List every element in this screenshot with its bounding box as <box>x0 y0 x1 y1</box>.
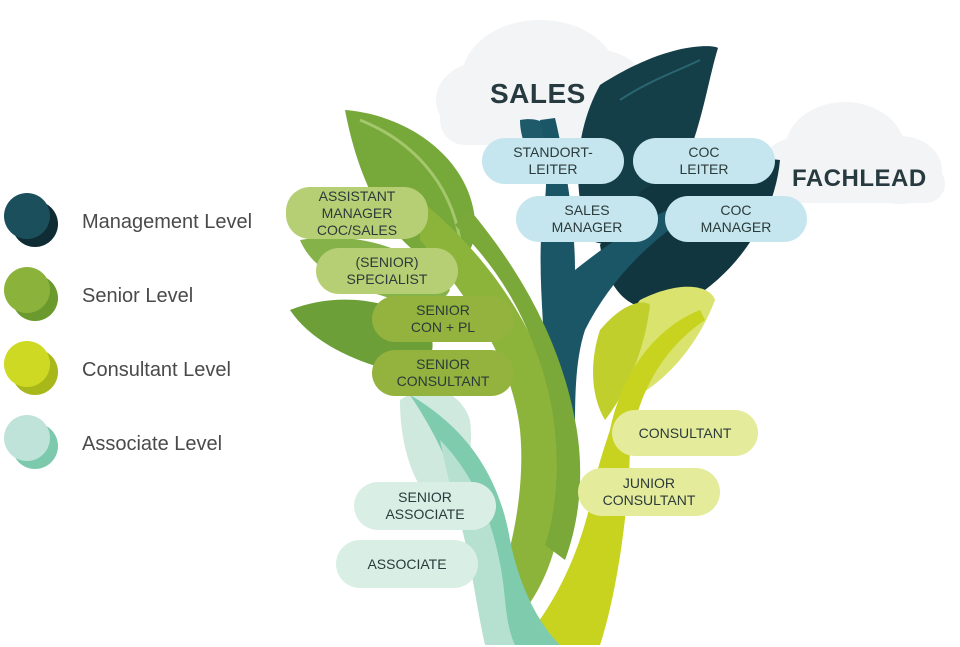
role-sales-manager: SALES MANAGER <box>516 196 658 242</box>
legend-associate: Associate Level <box>0 415 280 475</box>
legend-label-senior: Senior Level <box>82 285 194 307</box>
associate-level-swatch <box>4 415 58 469</box>
legend-consultant: Consultant Level <box>0 341 280 401</box>
legend-label-management: Management Level <box>82 211 253 233</box>
role-senior-associate: SENIOR ASSOCIATE <box>354 482 496 530</box>
role-senior-specialist: (SENIOR) SPECIALIST <box>316 248 458 294</box>
consultant-level-swatch <box>4 341 58 395</box>
role-junior-consultant: JUNIOR CONSULTANT <box>578 468 720 516</box>
senior-level-swatch <box>4 267 58 321</box>
role-standortleiter: STANDORT- LEITER <box>482 138 624 184</box>
legend-label-associate: Associate Level <box>82 433 223 455</box>
fachlead-cloud <box>760 102 945 204</box>
fachlead-title: FACHLEAD <box>792 165 927 192</box>
role-coc-leiter: COC LEITER <box>633 138 775 184</box>
role-senior-consultant: SENIOR CONSULTANT <box>372 350 514 396</box>
management-trunk <box>540 118 695 430</box>
role-assistant-manager: ASSISTANT MANAGER COC/SALES <box>286 187 428 239</box>
role-coc-manager: COC MANAGER <box>665 196 807 242</box>
legend-senior: Senior Level <box>0 267 280 327</box>
senior-trunk <box>420 200 562 610</box>
role-associate: ASSOCIATE <box>336 540 478 588</box>
role-consultant: CONSULTANT <box>612 410 758 456</box>
management-level-swatch <box>4 193 58 247</box>
sales-title: SALES <box>490 78 586 109</box>
legend-label-consultant: Consultant Level <box>82 359 231 381</box>
legend-management: Management Level <box>0 193 280 253</box>
role-senior-con-pl: SENIOR CON + PL <box>372 296 514 342</box>
senior-trunk-shade <box>455 210 581 560</box>
